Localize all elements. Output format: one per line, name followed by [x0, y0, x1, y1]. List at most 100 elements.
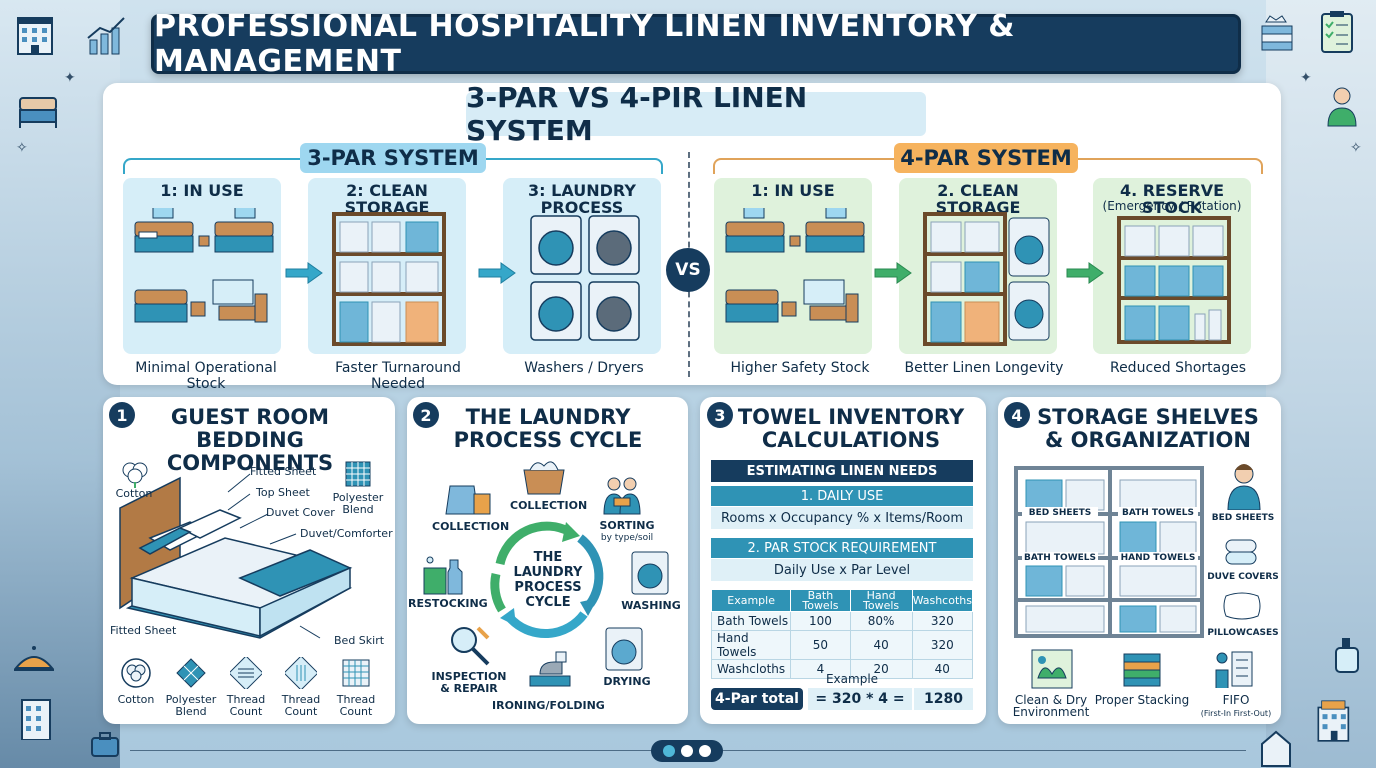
chart-growth-icon — [87, 17, 125, 55]
step-sorting: SORTING — [599, 519, 655, 532]
dryer-icon — [605, 627, 643, 671]
four-par-label: 4-PAR SYSTEM — [894, 143, 1078, 173]
housekeeper-icon — [1227, 464, 1261, 510]
step-drying: DRYING — [603, 675, 651, 688]
stage-clean-storage-3par: 2: CLEAN STORAGE — [308, 178, 466, 354]
stage-title: 3: LAUNDRY PROCESS — [528, 181, 636, 217]
stage-laundry-process-3par: 3: LAUNDRY PROCESS — [503, 178, 661, 354]
estimating-header: ESTIMATING LINEN NEEDS — [711, 460, 973, 482]
stage-title: 2: CLEAN STORAGE — [344, 181, 430, 217]
par-stock-header: 2. PAR STOCK REQUIREMENT — [711, 538, 973, 558]
title-line: STORAGE SHELVES — [1037, 405, 1259, 429]
fitted-sheet-bottom-label: Fitted Sheet — [110, 624, 177, 637]
cleaning-supplies-icon — [423, 556, 463, 595]
towel-title: TOWEL INVENTORY CALCULATIONS — [720, 406, 982, 452]
table-cell: Bath Towels — [710, 611, 792, 631]
shelf-label: BED SHEETS — [1022, 507, 1098, 519]
arrow-right-icon — [1066, 262, 1104, 284]
side-label: PILLOWCASES — [1207, 628, 1279, 638]
storage-washer-illustration — [923, 212, 1050, 346]
laundry-bag-icon — [445, 485, 491, 515]
example-label: Example — [825, 672, 879, 686]
washers-dryers-illustration — [530, 215, 640, 341]
table-row: Bath Towels 100 80% 320 — [710, 611, 974, 631]
cotton-flower-icon — [122, 462, 148, 488]
reserve-shelf-illustration — [1117, 216, 1231, 344]
thread-count-icon — [342, 659, 370, 687]
top-sheet-label: Top Sheet — [256, 486, 310, 499]
material-label: Thread Count — [336, 693, 376, 718]
housekeeper-icon — [1327, 87, 1357, 127]
bed-skirt-label: Bed Skirt — [334, 634, 385, 647]
magnifier-inspection-icon — [451, 626, 490, 666]
stage-in-use-3par: 1: IN USE — [123, 178, 281, 354]
material-label: Cotton — [117, 693, 155, 706]
duvet-comforter-label: Duvet/Comforter — [300, 527, 393, 540]
table-cell: Washcloths — [710, 659, 792, 679]
duvet-roll-icon — [1225, 539, 1257, 565]
stage-title: 4. RESERVE STOCK — [1119, 181, 1225, 217]
page-dot[interactable] — [663, 745, 675, 757]
bed-icon — [19, 97, 57, 128]
tip-label: Clean & Dry Environment — [1012, 693, 1090, 719]
background-right — [1266, 0, 1376, 768]
stage-reserve-stock-4par: 4. RESERVE STOCK (Emergency / Rotation) — [1093, 178, 1251, 354]
material-label: Thread Count — [281, 693, 321, 718]
title-line: PROCESS CYCLE — [453, 428, 643, 452]
table-header: Bath Towels — [790, 589, 851, 612]
polyester-fabric-icon — [345, 461, 371, 487]
cotton-icon — [121, 658, 151, 688]
hotel-sign-building-icon — [1317, 700, 1350, 742]
three-par-label: 3-PAR SYSTEM — [300, 143, 486, 173]
suitcase-icon — [91, 732, 119, 757]
total-formula: = 320 * 4 = — [808, 688, 912, 710]
towel-calc-table: Example Bath Towels Hand Towels Washcoth… — [710, 589, 974, 679]
page-dot[interactable] — [681, 745, 693, 757]
table-row: Hand Towels 50 40 320 — [710, 630, 974, 660]
table-cell: 320 — [911, 611, 974, 631]
table-cell: 20 — [849, 659, 913, 679]
table-header: Washcoths — [911, 589, 974, 612]
clean-dry-environment-icon — [1031, 649, 1073, 689]
checklist-clipboard-icon — [1321, 11, 1353, 53]
table-cell: 40 — [911, 659, 974, 679]
sorting-people-icon — [603, 477, 641, 515]
hotel-rooms-illustration — [725, 208, 865, 323]
ironing-icon — [529, 651, 571, 687]
laundry-basket-icon — [523, 461, 565, 495]
fitted-sheet-label: Fitted Sheet — [250, 465, 317, 478]
shelf-label: HAND TOWELS — [1118, 552, 1198, 564]
cycle-arrows-illustration — [490, 521, 604, 639]
arrow-right-icon — [285, 262, 323, 284]
title-line: GUEST ROOM — [170, 405, 330, 429]
washing-machine-icon — [631, 551, 669, 595]
sparkle-icon: ✦ — [1300, 70, 1312, 86]
material-label: Polyester Blend — [165, 693, 217, 718]
sparkle-icon: ✦ — [64, 70, 76, 86]
table-cell: 50 — [790, 630, 851, 660]
hotel-rooms-illustration — [134, 208, 274, 323]
table-cell: 100 — [790, 611, 851, 631]
cycle-center-text: THE LAUNDRY PROCESS CYCLE — [513, 550, 583, 610]
step-sorting-sub: by type/soil — [600, 533, 654, 543]
table-row: Washcloths 4 20 40 — [710, 659, 974, 679]
panel-number: 4 — [1004, 402, 1030, 428]
stage-in-use-4par: 1: IN USE — [714, 178, 872, 354]
title-banner: PROFESSIONAL HOSPITALITY LINEN INVENTORY… — [151, 9, 1241, 79]
table-cell: 80% — [849, 611, 913, 631]
total-value: 1280 — [914, 688, 973, 710]
page-title: PROFESSIONAL HOSPITALITY LINEN INVENTORY… — [154, 9, 1015, 79]
laundry-title: THE LAUNDRY PROCESS CYCLE — [420, 406, 676, 452]
stage-subtitle: (Emergency / Rotation) — [1102, 199, 1242, 213]
duvet-cover-label: Duvet Cover — [266, 506, 335, 519]
step-collection-left: COLLECTION — [432, 520, 510, 533]
stage-caption: Higher Safety Stock — [730, 360, 870, 376]
step-collection-top: COLLECTION — [510, 499, 588, 512]
tip-label: FIFO — [1222, 693, 1250, 707]
table-cell: 40 — [849, 630, 913, 660]
material-label: Thread Count — [226, 693, 266, 718]
page-indicator[interactable] — [651, 740, 723, 762]
stage-clean-storage-4par: 2. CLEAN STORAGE — [899, 178, 1057, 354]
polyester-label: Polyester Blend — [332, 491, 384, 516]
page-dot[interactable] — [699, 745, 711, 757]
